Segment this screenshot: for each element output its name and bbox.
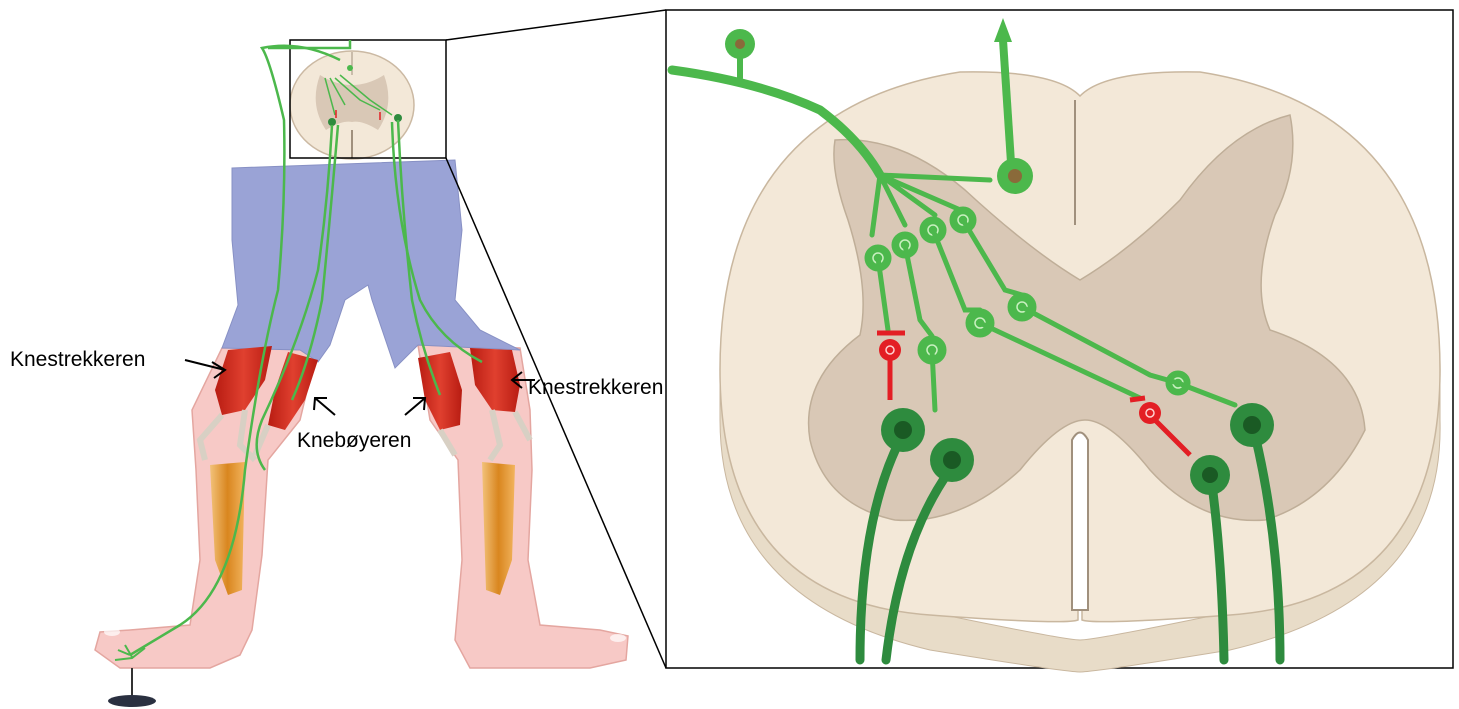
left-extensor-label: Knestrekkeren bbox=[10, 349, 145, 370]
small-spinal-cord bbox=[290, 51, 414, 159]
flexor-label: Knebøyeren bbox=[297, 430, 411, 451]
body-overview bbox=[95, 40, 628, 707]
zoomed-spinal-cord bbox=[666, 10, 1453, 672]
right-extensor-label: Knestrekkeren bbox=[528, 377, 663, 398]
pin-icon bbox=[108, 668, 156, 707]
